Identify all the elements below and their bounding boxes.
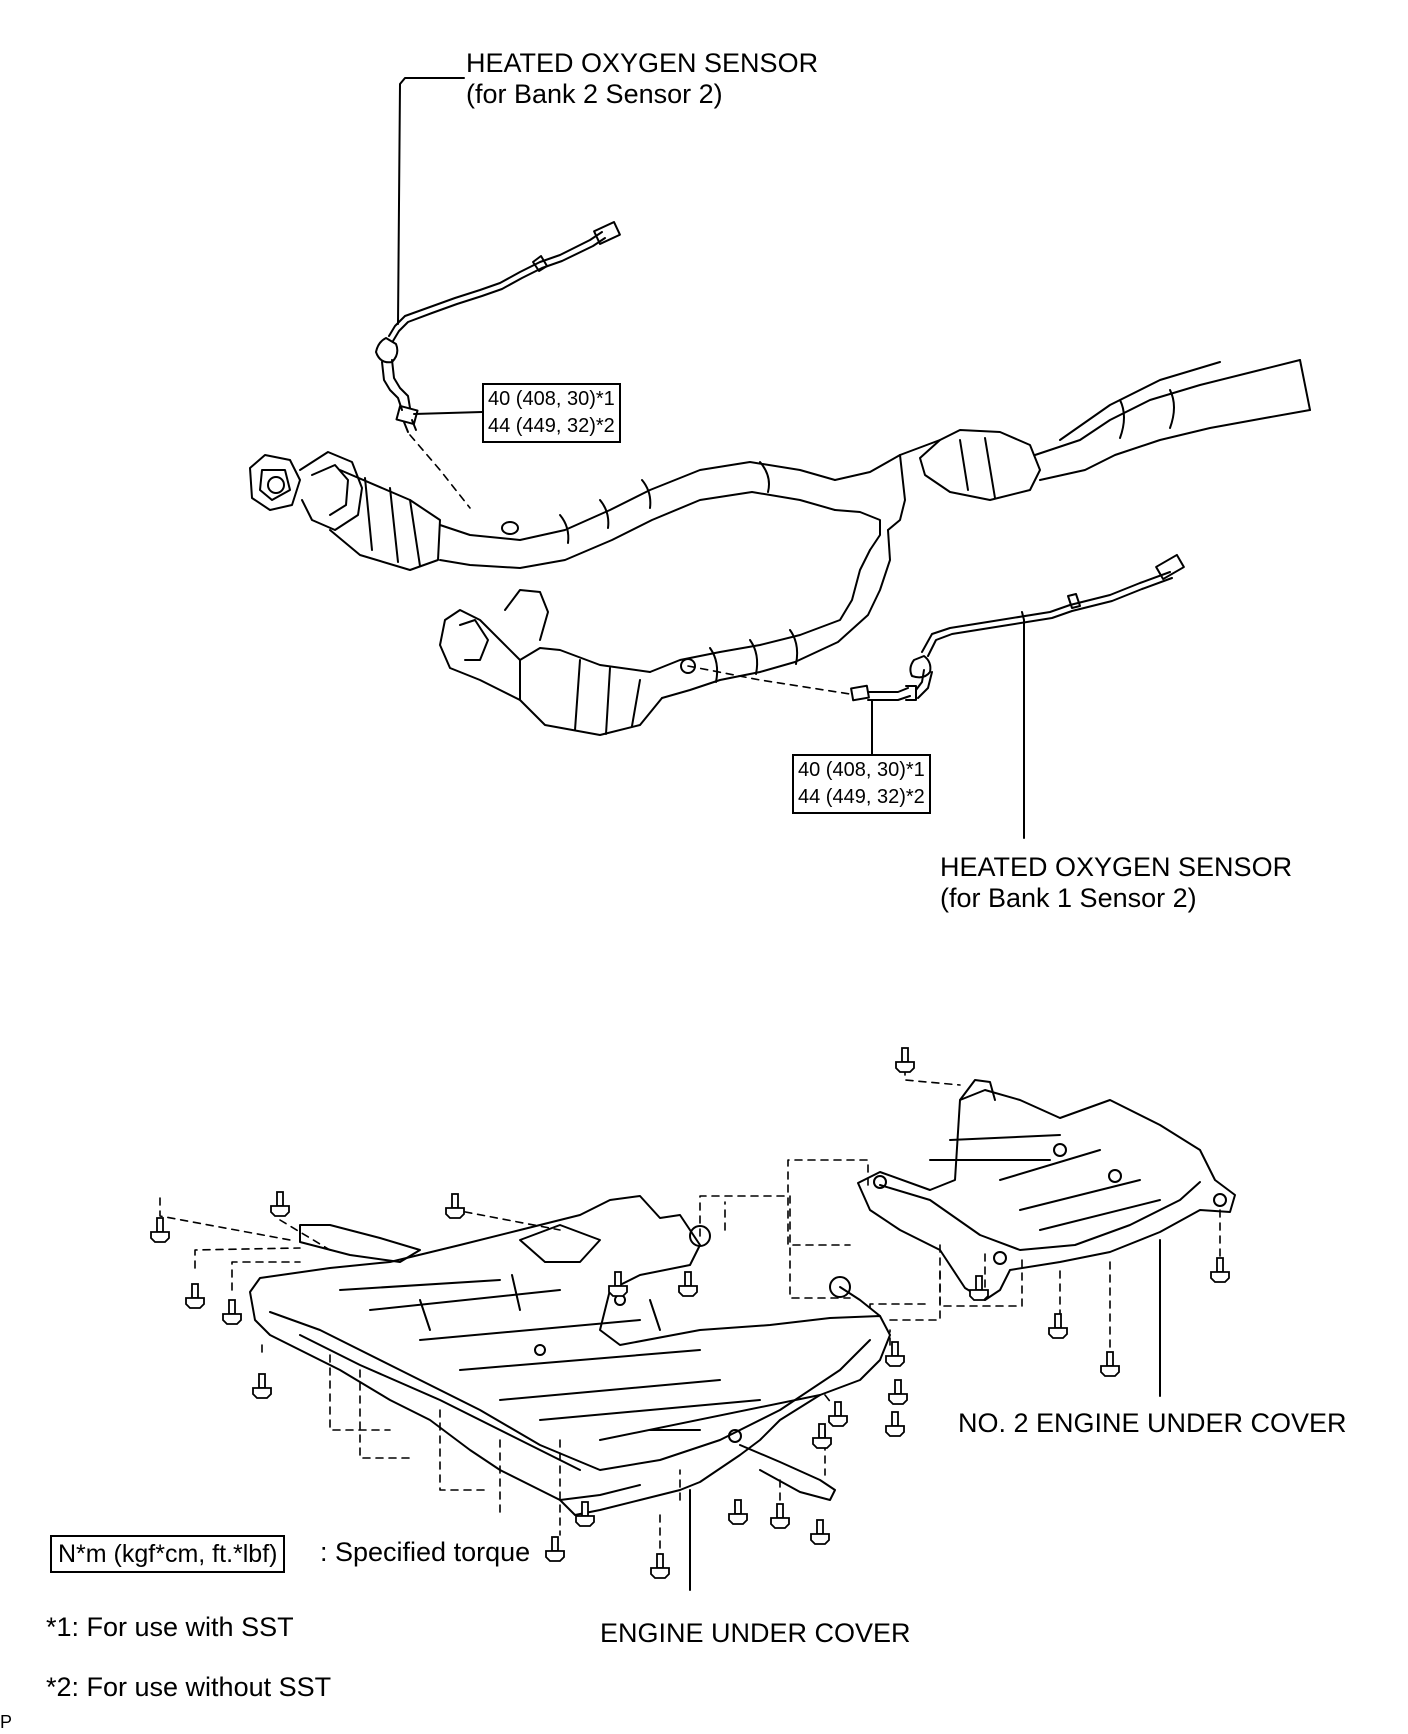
bank2-sensor-name: HEATED OXYGEN SENSOR	[466, 48, 819, 78]
bank2-sensor-leader	[397, 77, 465, 325]
bolt-icons	[150, 1047, 1230, 1579]
under-cover-bolt-leaders	[159, 1193, 941, 1556]
no2-under-cover-drawing	[857, 1079, 1236, 1301]
footnote-1: *1: For use with SST	[46, 1612, 294, 1642]
bank1-torque-spec: 40 (408, 30)*1 44 (449, 32)*2	[792, 754, 931, 814]
under-cover-drawing	[249, 1195, 891, 1516]
bank1-sensor-name: HEATED OXYGEN SENSOR	[940, 852, 1293, 882]
bank2-sensor-wire	[375, 221, 621, 433]
exhaust-pipe-assembly	[249, 359, 1311, 736]
footnote-2: *2: For use without SST	[46, 1672, 332, 1702]
bank1-sensor-wire	[850, 553, 1185, 702]
torque-unit-box: N*m (kgf*cm, ft.*lbf)	[50, 1535, 286, 1573]
bank2-sensor-note: (for Bank 2 Sensor 2)	[466, 79, 723, 109]
bank2-torque-line2: 44 (449, 32)*2	[488, 415, 615, 437]
bank1-sensor-note: (for Bank 1 Sensor 2)	[940, 883, 1197, 913]
bank2-torque-line1: 40 (408, 30)*1	[488, 388, 615, 410]
bank2-torque-spec: 40 (408, 30)*1 44 (449, 32)*2	[482, 383, 621, 443]
corner-mark: P	[0, 1712, 13, 1732]
under-cover-label: ENGINE UNDER COVER	[600, 1618, 911, 1648]
bank2-sensor-label: HEATED OXYGEN SENSOR (for Bank 2 Sensor …	[466, 48, 818, 110]
bank1-torque-line2: 44 (449, 32)*2	[798, 786, 925, 808]
torque-unit-description: : Specified torque	[320, 1537, 531, 1567]
bank1-torque-line1: 40 (408, 30)*1	[798, 759, 925, 781]
bank1-sensor-label: HEATED OXYGEN SENSOR (for Bank 1 Sensor …	[940, 852, 1292, 914]
no2-under-cover-label: NO. 2 ENGINE UNDER COVER	[958, 1408, 1347, 1438]
